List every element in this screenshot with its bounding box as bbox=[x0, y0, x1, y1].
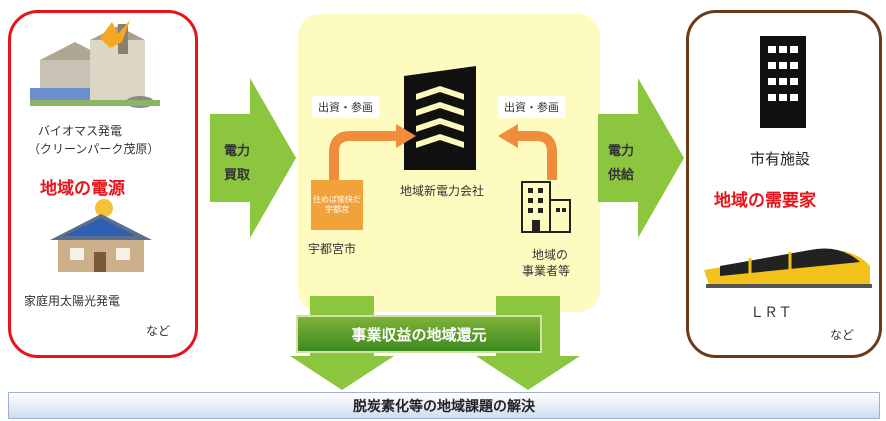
company-building-icon bbox=[404, 66, 476, 170]
source-title: 地域の電源 bbox=[40, 179, 125, 199]
business-label-2: 事業者等 bbox=[522, 264, 571, 278]
supply-arrow-line1: 電力 bbox=[608, 144, 635, 159]
plant-label-2: （クリーンパーク茂原） bbox=[28, 142, 160, 156]
demand-title: 地域の需要家 bbox=[714, 191, 816, 211]
facility-label: 市有施設 bbox=[750, 150, 811, 168]
city-logo: 住めば愉快だ宇都宮 bbox=[311, 180, 363, 230]
solar-house-illustration bbox=[50, 199, 152, 272]
purchase-arrow-line1: 電力 bbox=[224, 144, 251, 159]
office-building-icon bbox=[521, 181, 571, 233]
plant-label-1: バイオマス発電 bbox=[38, 124, 123, 138]
lrt-tram-illustration bbox=[704, 248, 872, 288]
company-label: 地域新電力会社 bbox=[400, 184, 485, 198]
revenue-return-bar: 事業収益の地域還元 bbox=[296, 315, 542, 353]
facility-building-icon bbox=[760, 36, 806, 128]
investment-bubble-right: 出資・参画 bbox=[498, 96, 565, 118]
house-label: 家庭用太陽光発電 bbox=[24, 294, 121, 308]
supply-arrow-line2: 供給 bbox=[608, 168, 635, 183]
investment-bubble-left: 出資・参画 bbox=[312, 96, 379, 118]
city-label: 宇都宮市 bbox=[308, 242, 357, 256]
source-etc: など bbox=[146, 324, 171, 338]
solution-bar: 脱炭素化等の地域課題の解決 bbox=[8, 392, 880, 419]
business-label-1: 地域の bbox=[532, 248, 569, 262]
investment-arrows bbox=[329, 124, 557, 180]
purchase-arrow-line2: 買取 bbox=[224, 168, 251, 183]
supply-arrow bbox=[598, 78, 684, 238]
demand-etc: など bbox=[830, 328, 855, 342]
lrt-label: ＬＲＴ bbox=[750, 305, 792, 321]
purchase-arrow bbox=[210, 78, 296, 238]
biomass-plant-illustration bbox=[30, 20, 160, 108]
